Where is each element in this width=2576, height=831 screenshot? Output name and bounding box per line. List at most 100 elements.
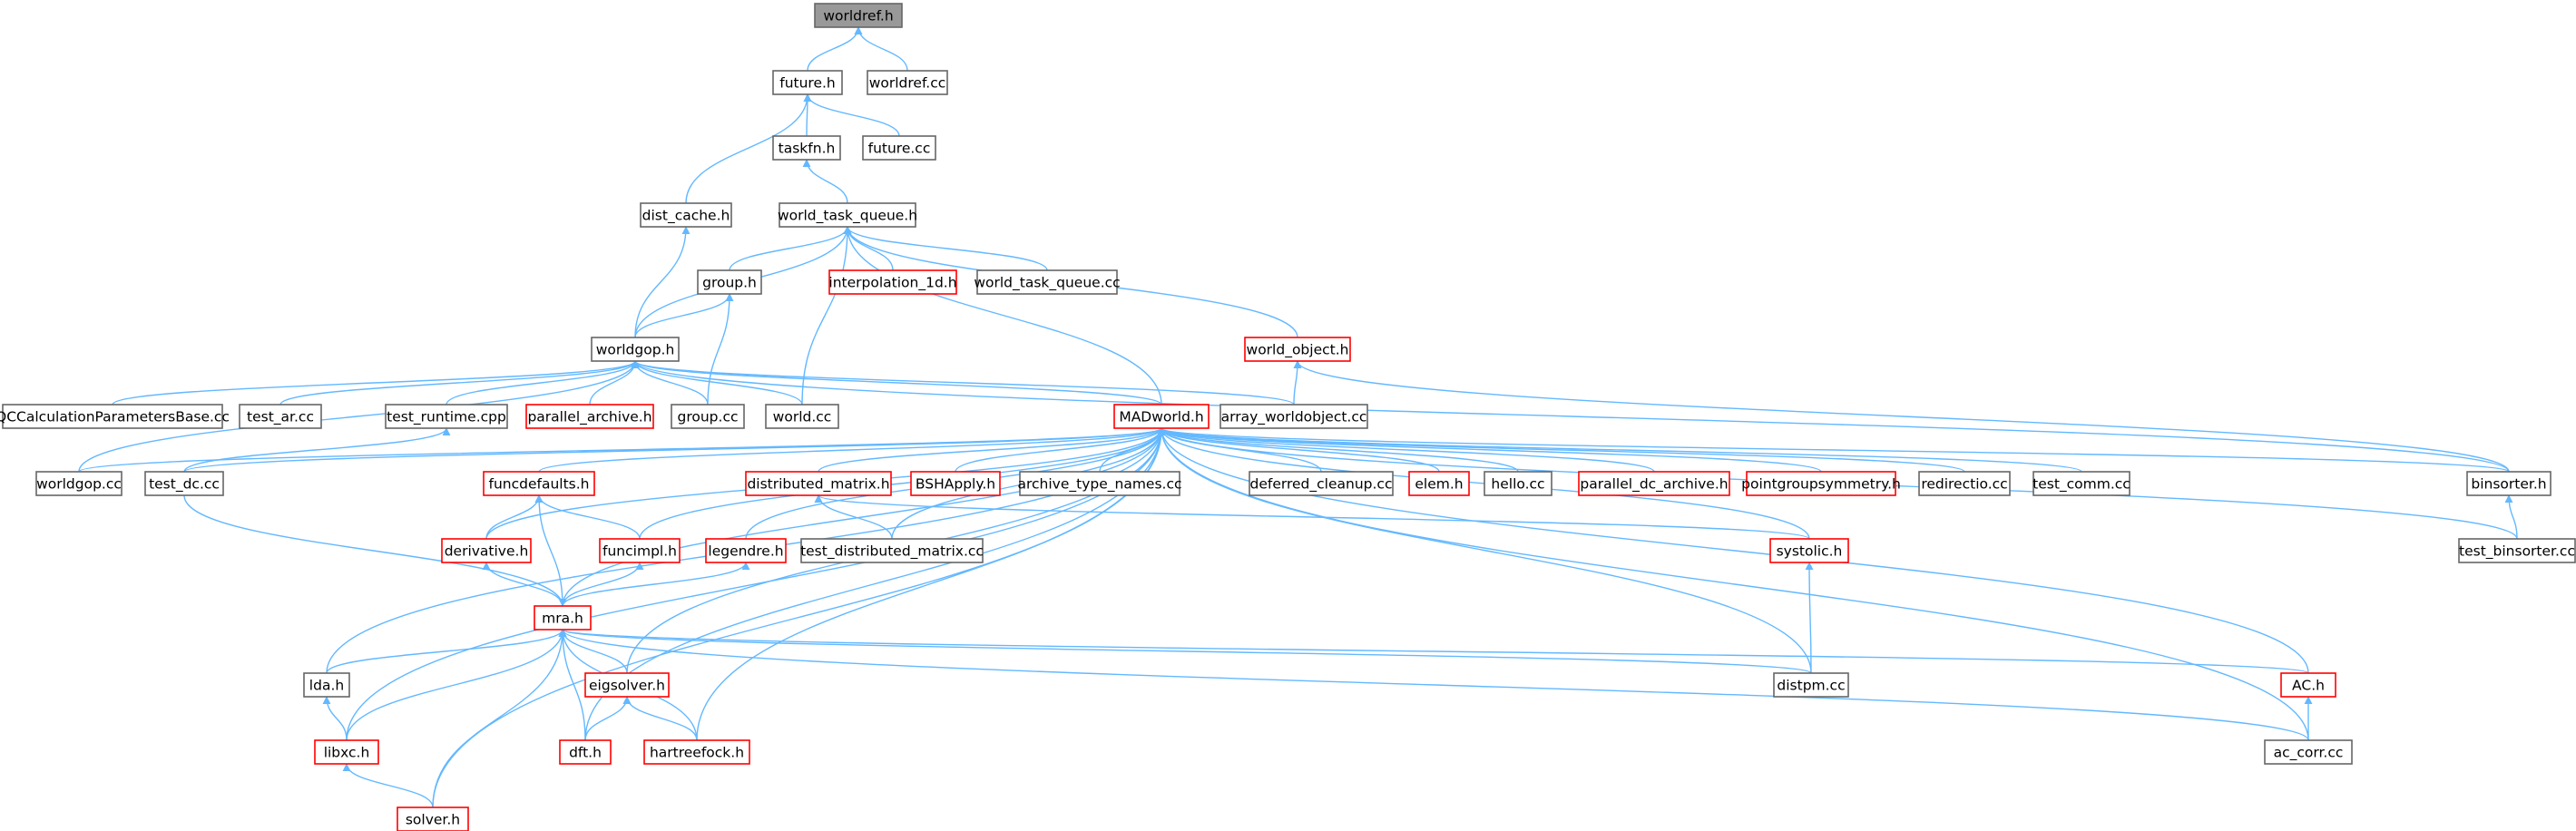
node-binsorter_h[interactable]: binsorter.h	[2466, 471, 2552, 496]
node-redirectio_cc[interactable]: redirectio.cc	[1918, 471, 2011, 496]
node-label: funcdefaults.h	[489, 476, 590, 493]
node-label: AC.h	[2292, 678, 2325, 694]
node-systolic_h[interactable]: systolic.h	[1769, 538, 1849, 563]
node-test_runtime_cpp[interactable]: test_runtime.cpp	[385, 404, 508, 429]
node-solver_h[interactable]: solver.h	[397, 807, 469, 831]
node-worldref_cc[interactable]: worldref.cc	[867, 70, 948, 95]
node-legendre_h[interactable]: legendre.h	[705, 538, 787, 563]
node-lda_h[interactable]: lda.h	[303, 672, 350, 698]
node-box	[862, 135, 936, 161]
node-box	[867, 70, 948, 95]
node-parallel_dc_archive_h[interactable]: parallel_dc_archive.h	[1578, 471, 1730, 496]
edge-future_h-to-worldref_h	[807, 26, 863, 72]
edge-ac_h-to-madworld_h	[1157, 427, 2309, 674]
node-label: world.cc	[773, 409, 832, 425]
node-box	[525, 404, 654, 429]
node-label: elem.h	[1415, 476, 1463, 493]
node-box	[144, 471, 224, 496]
node-label: world_object.h	[1247, 342, 1349, 359]
node-taskfn_h[interactable]: taskfn.h	[772, 135, 841, 161]
node-funcdefaults_h[interactable]: funcdefaults.h	[483, 471, 595, 496]
node-distpm_cc[interactable]: distpm.cc	[1773, 672, 1849, 698]
node-label: parallel_archive.h	[527, 409, 651, 426]
node-box	[828, 269, 957, 295]
node-box	[1019, 471, 1180, 496]
node-distributed_matrix_h[interactable]: distributed_matrix.h	[745, 471, 892, 496]
node-label: systolic.h	[1777, 543, 1843, 560]
node-box	[534, 605, 592, 631]
edge-test_dc_cc-to-mra_h	[183, 494, 567, 607]
edge-funcimpl_h-to-madworld_h	[639, 427, 1166, 540]
node-libxc_h[interactable]: libxc.h	[314, 739, 379, 765]
node-test_dc_cc[interactable]: test_dc.cc	[144, 471, 224, 496]
node-array_worldobject_cc[interactable]: array_worldobject.cc	[1219, 404, 1368, 429]
node-box	[2032, 471, 2130, 496]
node-dist_cache_h[interactable]: dist_cache.h	[640, 202, 732, 228]
node-ac_h[interactable]: AC.h	[2280, 672, 2336, 698]
node-world_object_h[interactable]: world_object.h	[1244, 337, 1351, 362]
node-group_cc[interactable]: group.cc	[671, 404, 745, 429]
node-future_cc[interactable]: future.cc	[862, 135, 936, 161]
node-box	[1769, 538, 1849, 563]
node-label: mra.h	[542, 611, 583, 627]
node-box	[705, 538, 787, 563]
node-world_cc[interactable]: world.cc	[765, 404, 839, 429]
node-worldgop_cc[interactable]: worldgop.cc	[35, 471, 122, 496]
node-hello_cc[interactable]: hello.cc	[1484, 471, 1552, 496]
node-box	[1484, 471, 1552, 496]
node-archive_type_names_cc[interactable]: archive_type_names.cc	[1017, 471, 1182, 496]
node-label: taskfn.h	[779, 141, 836, 157]
edge-binsorter_h-to-madworld_h	[1158, 427, 2510, 473]
node-funcimpl_h[interactable]: funcimpl.h	[599, 538, 681, 563]
node-box	[584, 672, 670, 698]
node-box	[800, 538, 984, 563]
node-bshapply_h[interactable]: BSHApply.h	[910, 471, 1001, 496]
node-test_comm_cc[interactable]: test_comm.cc	[2032, 471, 2130, 496]
edge-parallel_dc_archive_h-to-madworld_h	[1157, 427, 1655, 473]
edge-group_cc-to-group_h	[707, 293, 734, 406]
node-hartreefock_h[interactable]: hartreefock.h	[643, 739, 750, 765]
node-label: worldgop.cc	[36, 476, 122, 493]
node-madworld_h[interactable]: MADworld.h	[1113, 404, 1210, 429]
node-label: dft.h	[569, 745, 602, 761]
node-label: test_binsorter.cc	[2459, 543, 2575, 561]
node-label: solver.h	[406, 812, 460, 828]
node-box	[772, 70, 843, 95]
node-world_task_queue_h[interactable]: world_task_queue.h	[778, 202, 917, 228]
edge-dft_h-to-eigsolver_h	[584, 696, 632, 741]
node-deferred_cleanup_cc[interactable]: deferred_cleanup.cc	[1249, 471, 1394, 496]
node-dft_h[interactable]: dft.h	[559, 739, 612, 765]
node-qccalc_cc[interactable]: QCCalculationParametersBase.cc	[0, 404, 230, 429]
node-test_ar_cc[interactable]: test_ar.cc	[239, 404, 322, 429]
edge-pointgroupsymmetry_h-to-madworld_h	[1157, 427, 1822, 473]
node-box	[643, 739, 750, 765]
node-elem_h[interactable]: elem.h	[1408, 471, 1470, 496]
node-future_h[interactable]: future.h	[772, 70, 843, 95]
edge-ac_corr_cc-to-mra_h	[558, 629, 2309, 741]
node-box	[772, 135, 841, 161]
node-label: hartreefock.h	[650, 745, 744, 761]
node-box	[1408, 471, 1470, 496]
node-world_task_queue_cc[interactable]: world_task_queue.cc	[974, 269, 1121, 295]
node-derivative_h[interactable]: derivative.h	[441, 538, 532, 563]
node-test_binsorter_cc[interactable]: test_binsorter.cc	[2458, 538, 2576, 563]
node-label: test_distributed_matrix.cc	[800, 543, 984, 561]
node-box	[1746, 471, 1896, 496]
node-mra_h[interactable]: mra.h	[534, 605, 592, 631]
node-worldref_h[interactable]: worldref.h	[814, 3, 903, 28]
node-parallel_archive_h[interactable]: parallel_archive.h	[525, 404, 654, 429]
node-interpolation_1d_h[interactable]: interpolation_1d.h	[828, 269, 957, 295]
node-group_h[interactable]: group.h	[697, 269, 762, 295]
edge-test_dc_cc-to-test_runtime_cpp	[183, 427, 451, 473]
node-box	[314, 739, 379, 765]
node-pointgroupsymmetry_h[interactable]: pointgroupsymmetry.h	[1741, 471, 1901, 496]
edge-funcdefaults_h-to-madworld_h	[538, 427, 1166, 473]
node-test_distributed_matrix_cc[interactable]: test_distributed_matrix.cc	[800, 538, 984, 563]
edge-worldgop_cc-to-worldgop_h	[78, 360, 640, 473]
edge-mra_h-to-funcimpl_h	[562, 562, 644, 607]
node-label: MADworld.h	[1119, 409, 1203, 425]
node-eigsolver_h[interactable]: eigsolver.h	[584, 672, 670, 698]
node-worldgop_h[interactable]: worldgop.h	[591, 337, 680, 362]
node-ac_corr_cc[interactable]: ac_corr.cc	[2264, 739, 2353, 765]
